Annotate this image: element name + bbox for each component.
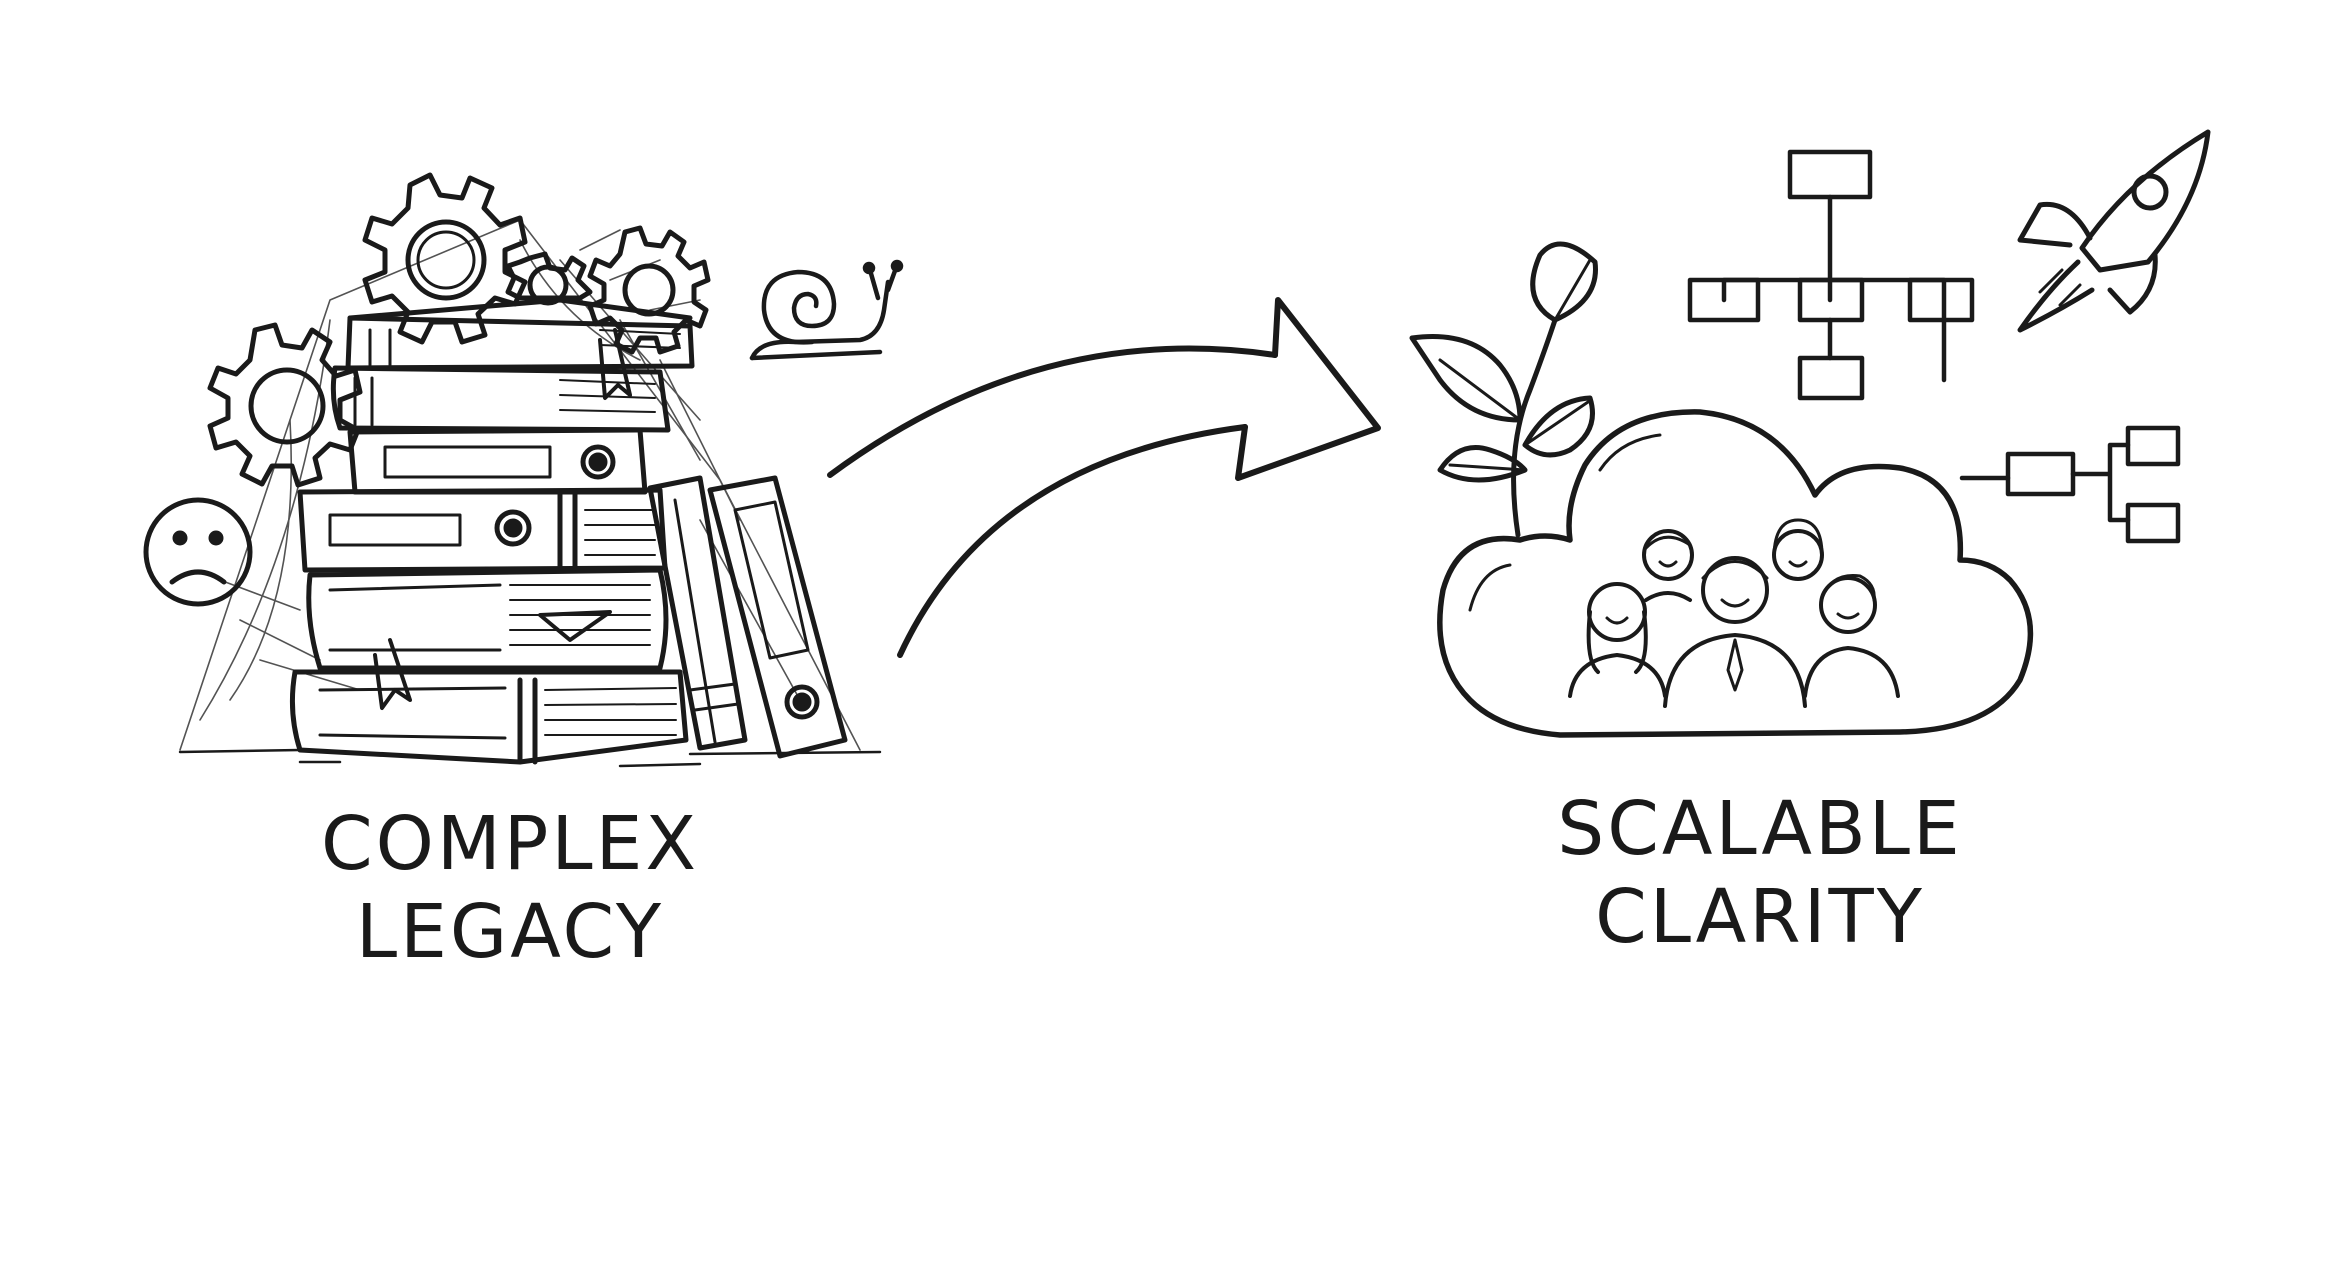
- complex-legacy-label: COMPLEX LEGACY: [240, 800, 780, 976]
- flow-diagram-icon: [1959, 425, 2181, 544]
- ground-lines: [178, 748, 882, 768]
- book-stack-icon: [289, 297, 695, 765]
- snail-icon: [749, 259, 904, 361]
- curved-arrow-icon: [827, 297, 1381, 658]
- sad-face-icon: [143, 497, 253, 607]
- binder-icon: [647, 475, 748, 751]
- binder-icon: [707, 475, 848, 759]
- cloud-icon: [1437, 409, 2034, 738]
- gear-icon: [362, 172, 528, 345]
- rocket-icon: [2017, 129, 2211, 333]
- scalable-clarity-line2: CLARITY: [1595, 874, 1925, 960]
- complex-legacy-line2: LEGACY: [355, 889, 665, 975]
- team-icon: [1568, 518, 1900, 708]
- plant-icon: [1409, 241, 1598, 538]
- complex-legacy-line1: COMPLEX: [320, 801, 700, 887]
- scalable-clarity-line1: SCALABLE: [1557, 786, 1963, 872]
- scalable-clarity-label: SCALABLE CLARITY: [1480, 785, 2040, 961]
- gear-icon: [207, 322, 363, 488]
- org-chart-icon: [1687, 149, 1975, 401]
